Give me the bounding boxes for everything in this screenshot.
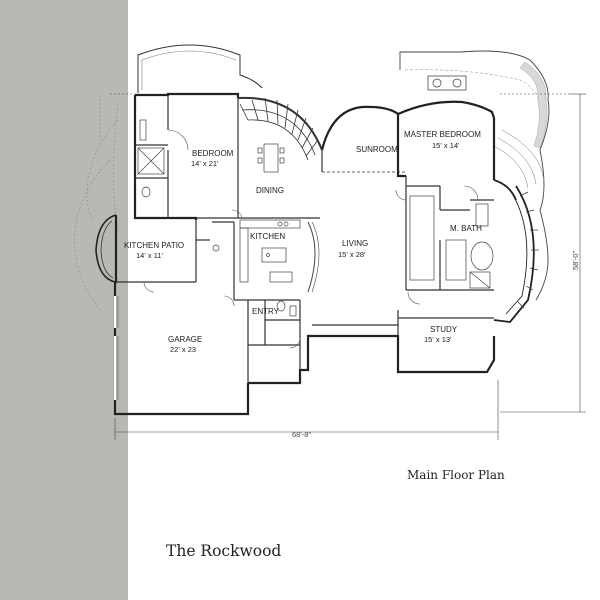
dining-label: DINING — [256, 186, 284, 195]
kitchen-label: KITCHEN — [250, 232, 285, 241]
living-label: LIVING — [342, 239, 368, 248]
garage-label: GARAGE — [168, 335, 202, 344]
entry-label: ENTRY — [252, 307, 280, 316]
plan-name: The Rockwood — [166, 542, 282, 560]
interior-walls — [116, 95, 494, 383]
bay-segments — [517, 191, 539, 309]
kitchen-patio-label: KITCHEN PATIO — [124, 241, 184, 250]
door-swings — [143, 129, 479, 349]
dimension-lines — [110, 93, 586, 440]
top-terrace — [137, 44, 263, 93]
patio-bay — [95, 214, 117, 283]
kitchen-patio-dims: 14' x 11' — [136, 251, 163, 260]
kitchen-cabinets — [239, 219, 320, 293]
grill-icons — [427, 75, 467, 91]
sunroom-label: SUNROOM — [356, 145, 398, 154]
depth-dimension: 58'-0" — [571, 251, 580, 270]
living-dims: 15' x 28' — [338, 250, 366, 259]
width-dimension: 68'-8" — [292, 430, 311, 439]
bedroom-dims: 14' x 21' — [191, 159, 219, 168]
right-patio — [399, 50, 550, 301]
m-bath-label: M. BATH — [450, 224, 482, 233]
garage-dims: 22' x 23 — [170, 345, 196, 354]
gray-sidebar — [0, 0, 128, 600]
plan-caption: Main Floor Plan — [407, 468, 505, 482]
bath-fixtures — [137, 119, 494, 317]
master-bedroom-label: MASTER BEDROOM — [404, 130, 481, 139]
garage-doors — [114, 296, 119, 400]
master-bay-window — [493, 179, 535, 323]
landscape-arcs — [74, 95, 119, 311]
master-bedroom-dims: 15' x 14' — [432, 141, 460, 150]
stone-texture — [519, 61, 548, 149]
dining-table — [257, 143, 285, 173]
bedroom-label: BEDROOM — [192, 149, 234, 158]
study-label: STUDY — [430, 325, 458, 334]
study-dims: 15' x 13' — [424, 335, 452, 344]
curved-stair — [237, 96, 323, 161]
